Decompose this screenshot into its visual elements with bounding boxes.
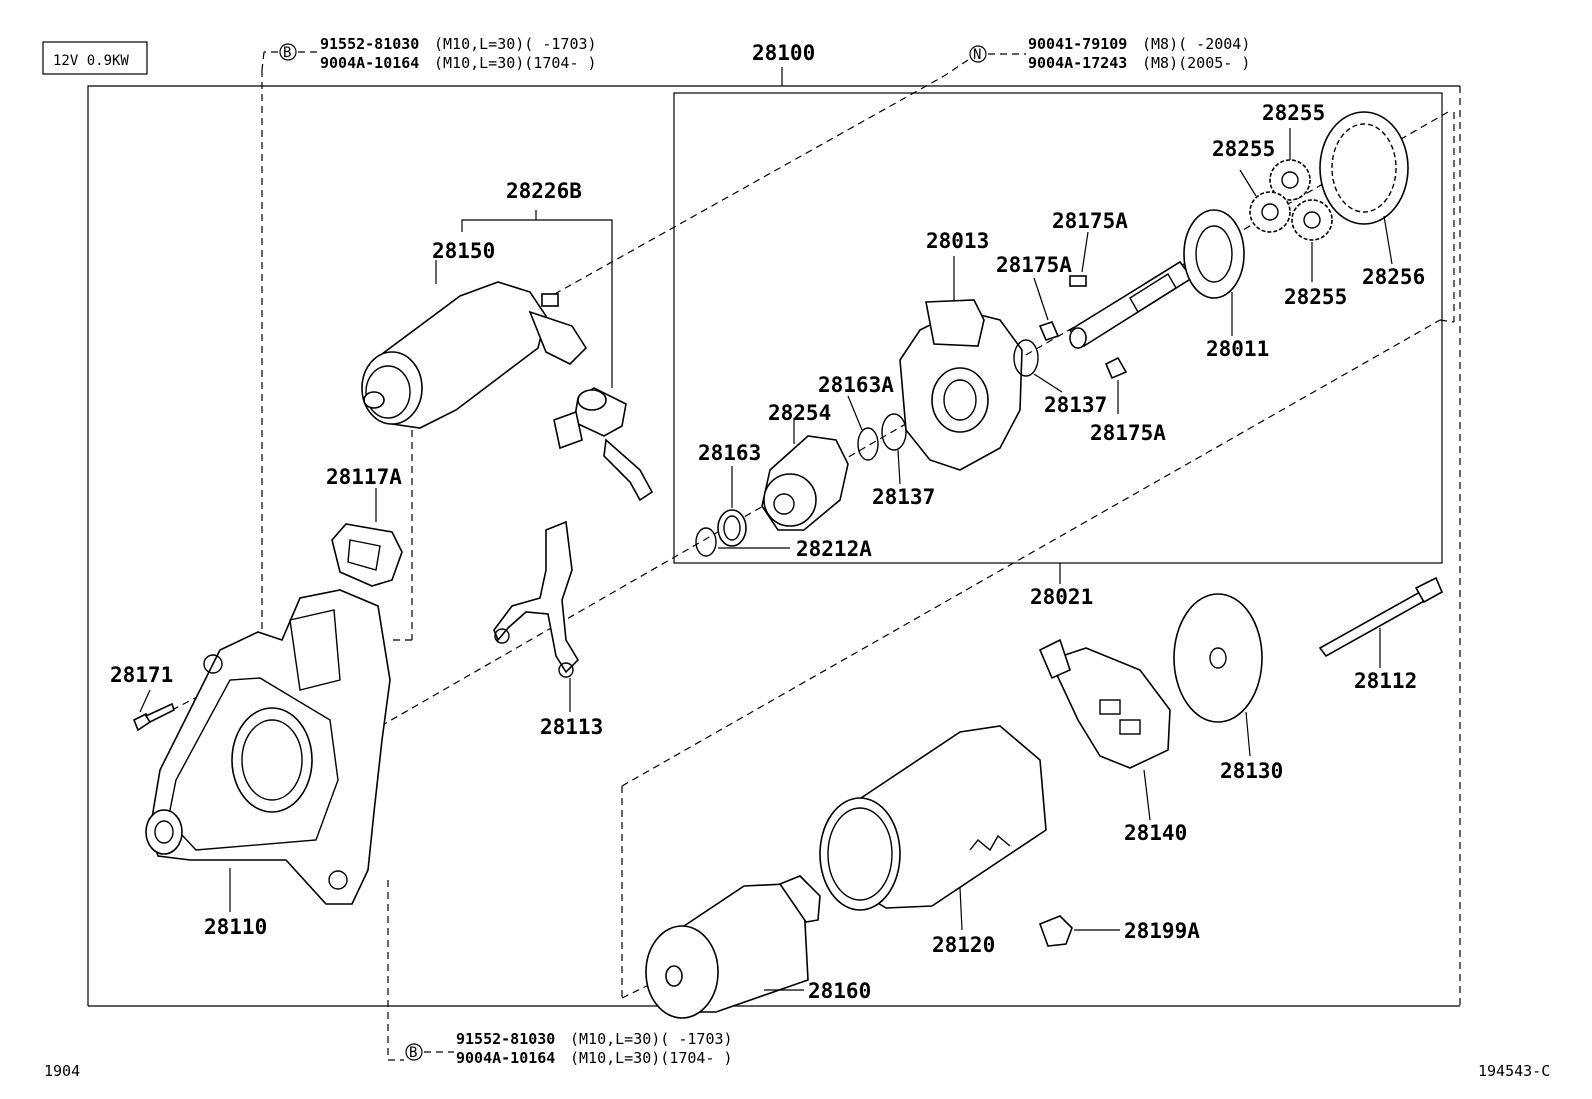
part-28254-clutch [761, 418, 849, 531]
part-28226B-plunger [553, 387, 654, 502]
fastener-note-n-top: N 90041-79109 (M8)( -2004) 9004A-17243 (… [943, 35, 1250, 77]
part-28255-gear-mid [1239, 169, 1291, 233]
n-top-line1-part: 90041-79109 [1028, 35, 1127, 53]
label-28137-lower: 28137 [872, 485, 935, 509]
part-28113-lever [493, 520, 580, 712]
part-28160-field-assembly [645, 875, 821, 1019]
part-28110-drive-housing [145, 589, 391, 912]
fastener-note-b-top: B 91552-81030 (M10,L=30)( -1703) 9004A-1… [261, 35, 597, 72]
label-28163A: 28163A [818, 373, 894, 397]
label-28160: 28160 [808, 979, 871, 1003]
label-28117A: 28117A [326, 465, 402, 489]
label-28120: 28120 [932, 933, 995, 957]
n-top-line2-part: 9004A-17243 [1028, 54, 1127, 72]
part-28175A-key-2 [1033, 277, 1060, 341]
label-28199A: 28199A [1124, 919, 1200, 943]
label-28255-bottom: 28255 [1284, 285, 1347, 309]
part-28163A-ring [847, 395, 879, 461]
part-28140-brush-holder [1038, 638, 1171, 821]
part-28175A-key-3 [1104, 356, 1128, 414]
label-28255-mid: 28255 [1212, 137, 1275, 161]
part-28175A-key-1 [1069, 231, 1089, 287]
label-28112: 28112 [1354, 669, 1417, 693]
label-28255-top: 28255 [1262, 101, 1325, 125]
b-bottom-line2-part: 9004A-10164 [456, 1049, 555, 1067]
label-28021: 28021 [1030, 585, 1093, 609]
b-top-line2-spec: (M10,L=30)(1704- ) [434, 54, 597, 72]
label-28137-upper: 28137 [1044, 393, 1107, 417]
label-28110: 28110 [204, 915, 267, 939]
assembly-frame [87, 85, 1461, 1007]
part-28120-yoke [819, 725, 1047, 931]
label-28212A: 28212A [796, 537, 872, 561]
label-28100: 28100 [752, 41, 815, 65]
part-28011-shaft [1068, 209, 1245, 349]
rating-text: 12V 0.9KW [53, 53, 129, 69]
n-top-line2-spec: (M8)(2005- ) [1142, 54, 1250, 72]
b-bottom-line1-spec: (M10,L=30)( -1703) [570, 1030, 733, 1048]
label-28140: 28140 [1124, 821, 1187, 845]
part-28199A-clip [1038, 915, 1120, 947]
footer-left: 1904 [44, 1062, 80, 1080]
b-bottom-line2-spec: (M10,L=30)(1704- ) [570, 1049, 733, 1067]
rating-box: 12V 0.9KW [42, 41, 148, 75]
b-top-line2-part: 9004A-10164 [320, 54, 419, 72]
label-28226B: 28226B [506, 179, 582, 203]
symbol-n-top: N [973, 47, 981, 63]
bracket-28226B [461, 210, 613, 388]
label-28130: 28130 [1220, 759, 1283, 783]
label-28175A-2: 28175A [996, 253, 1072, 277]
label-28256: 28256 [1362, 265, 1425, 289]
part-28255-gear-bottom [1291, 199, 1333, 282]
part-28117A-cover [331, 488, 403, 587]
label-28011: 28011 [1206, 337, 1269, 361]
part-28150-solenoid [361, 260, 588, 429]
part-28013-plate [899, 256, 1023, 471]
label-28171: 28171 [110, 663, 173, 687]
fastener-note-b-bottom: B 91552-81030 (M10,L=30)( -1703) 9004A-1… [388, 1030, 733, 1067]
subassembly-frame [673, 92, 1443, 564]
symbol-b-top: B [283, 45, 291, 61]
label-28163: 28163 [698, 441, 761, 465]
part-28137-ring-upper [1013, 339, 1063, 393]
footer-right: 194543-C [1478, 1062, 1550, 1080]
part-28112-through-bolt [1318, 576, 1444, 668]
label-28254: 28254 [768, 401, 831, 425]
part-28212A-ring [695, 527, 790, 557]
label-28113: 28113 [540, 715, 603, 739]
label-28150: 28150 [432, 239, 495, 263]
b-bottom-line1-part: 91552-81030 [456, 1030, 555, 1048]
part-28130-end-cover [1173, 593, 1263, 757]
part-28163-collar [717, 466, 747, 547]
n-top-line1-spec: (M8)( -2004) [1142, 35, 1250, 53]
part-28256-ring-gear [1319, 111, 1409, 265]
label-28013: 28013 [926, 229, 989, 253]
b-top-line1-spec: (M10,L=30)( -1703) [434, 35, 597, 53]
label-28175A-3: 28175A [1090, 421, 1166, 445]
part-28137-ring-lower [881, 413, 907, 485]
symbol-b-bottom: B [409, 1045, 417, 1061]
b-top-line1-part: 91552-81030 [320, 35, 419, 53]
label-28175A-1: 28175A [1052, 209, 1128, 233]
part-28255-gear-top [1269, 128, 1311, 201]
part-28171-bolt [132, 689, 175, 732]
